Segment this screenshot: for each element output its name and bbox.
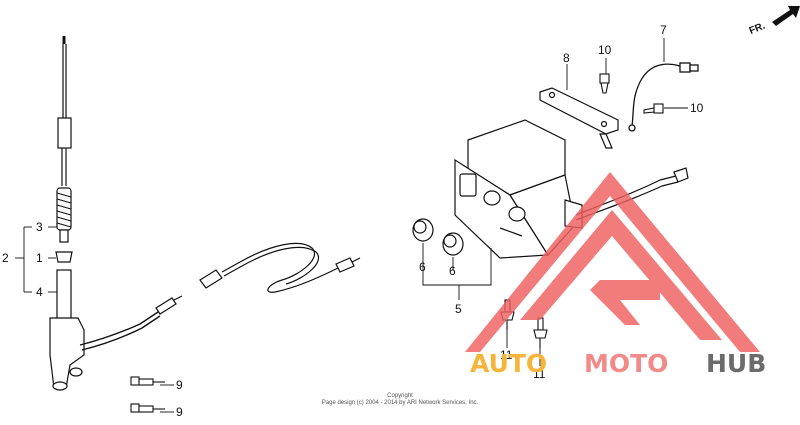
callout-2: 2 bbox=[2, 251, 9, 265]
callout-4: 4 bbox=[36, 285, 43, 299]
callout-8: 8 bbox=[563, 51, 570, 65]
watermark-hub: HUB bbox=[706, 349, 766, 378]
bolt-10-top bbox=[599, 73, 610, 94]
callout-11-left: 11 bbox=[500, 348, 513, 362]
screw-9-top bbox=[130, 376, 165, 386]
callout-9-bottom: 9 bbox=[176, 405, 183, 419]
knob-6-left bbox=[412, 218, 434, 242]
callout-5: 5 bbox=[455, 302, 462, 316]
callout-6-left: 6 bbox=[419, 260, 426, 274]
callout-10-right: 10 bbox=[690, 101, 704, 115]
front-label: FR. bbox=[748, 21, 767, 37]
watermark-auto: AUTO bbox=[470, 349, 547, 378]
ground-wire-7 bbox=[628, 62, 699, 132]
callout-9-top: 9 bbox=[176, 378, 183, 392]
copyright-line-2: Page design (c) 2004 - 2014 by ARI Netwo… bbox=[322, 400, 479, 406]
callout-3: 3 bbox=[36, 220, 43, 234]
callouts: 3 2 1 4 9 9 8 10 7 10 6 6 5 11 11 bbox=[2, 23, 704, 419]
knob-6-right bbox=[442, 232, 464, 256]
callout-1: 1 bbox=[36, 251, 43, 265]
callout-10-top: 10 bbox=[598, 43, 612, 57]
watermark-logo-icon bbox=[465, 172, 760, 352]
callout-7: 7 bbox=[660, 23, 667, 37]
front-arrow-icon bbox=[772, 6, 800, 26]
watermark-moto: MOTO bbox=[584, 349, 668, 378]
callout-6-right: 6 bbox=[449, 264, 456, 278]
extension-cable bbox=[199, 242, 361, 293]
bracket-8 bbox=[539, 87, 619, 149]
copyright-notice: Copyright Page design (c) 2004 - 2014 by… bbox=[322, 393, 479, 406]
bolt-10-right bbox=[643, 103, 664, 114]
watermark-text: AUTO MOTO HUB bbox=[470, 349, 766, 378]
control-unit bbox=[454, 119, 583, 259]
copyright-line-1: Copyright bbox=[387, 393, 413, 399]
callout-11-right: 11 bbox=[533, 367, 546, 381]
screw-9-bottom bbox=[130, 403, 165, 413]
leader-lines bbox=[15, 38, 688, 413]
bolt-11-right bbox=[533, 317, 548, 348]
front-direction-indicator: FR. bbox=[748, 6, 800, 37]
antenna-assembly bbox=[49, 36, 183, 391]
